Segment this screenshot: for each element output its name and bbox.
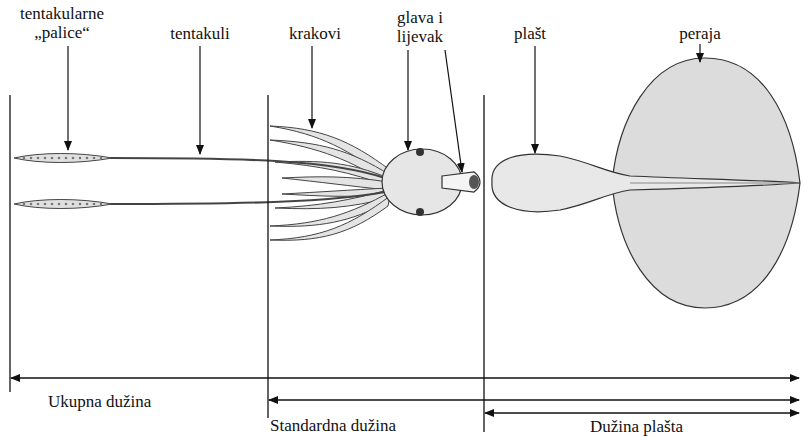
dimension-label: Standardna dužina: [270, 416, 396, 435]
tentacular-clubs: [14, 154, 112, 209]
funnel: [442, 172, 480, 192]
mantle: [492, 154, 800, 212]
dimension-label: Dužina plašta: [590, 417, 683, 436]
part-label: plašt: [495, 24, 565, 43]
dimension-arrows: [11, 378, 799, 413]
part-label: tentakularne „palice“: [0, 4, 127, 42]
leader-arrows: [68, 44, 700, 172]
reference-lines: [10, 95, 484, 432]
tentacles: [110, 158, 385, 204]
part-label: krakovi: [275, 24, 355, 43]
arms: [270, 126, 390, 240]
part-label: glava i lijevak: [380, 8, 460, 46]
dimension-label: Ukupna dužina: [48, 392, 151, 411]
fin: [612, 58, 800, 308]
part-label: peraja: [660, 24, 740, 43]
part-label: tentakuli: [155, 24, 245, 43]
